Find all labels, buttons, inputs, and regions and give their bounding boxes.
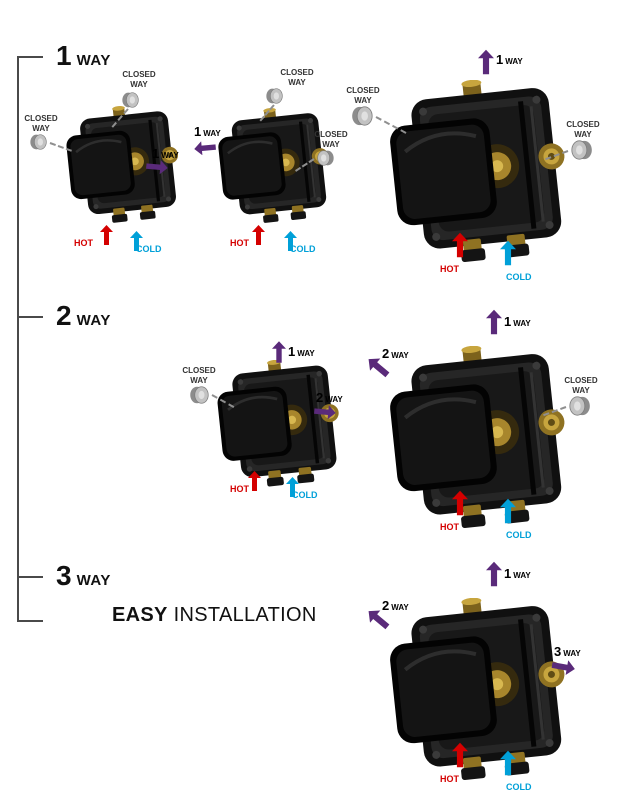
section-1-number: 1: [56, 40, 72, 71]
cold-arrow-icon: [500, 494, 516, 528]
way-1-arrow-icon: [145, 159, 168, 175]
bracket-tick-2: [17, 316, 43, 318]
title-bold-part: EASY: [112, 604, 168, 626]
closed-way-plug-icon: [566, 396, 592, 416]
way-1-arrow-icon: [192, 140, 217, 156]
section-1-way-heading: 1 WAY: [56, 40, 111, 72]
section-2-way-text: WAY: [76, 312, 111, 329]
cold-label: COLD: [290, 244, 316, 254]
closed-way-plug-icon: [350, 106, 376, 126]
section-1-way-text: WAY: [76, 52, 111, 69]
bracket-tick-3: [17, 576, 43, 578]
hot-label: HOT: [440, 264, 459, 274]
section-2-way-heading: 2 WAY: [56, 300, 111, 332]
section-3-number: 3: [56, 560, 72, 591]
closed-way-plug-icon: [568, 140, 594, 160]
bracket-tick-bottom: [17, 620, 43, 622]
closed-way-plug-icon: [314, 150, 336, 166]
hot-arrow-icon: [252, 222, 265, 248]
hot-label: HOT: [440, 774, 459, 784]
way-1-arrow-icon: [272, 338, 286, 366]
hot-label: HOT: [230, 484, 249, 494]
way-1-arrow-icon: [486, 306, 502, 338]
valve-body-icon: [60, 106, 188, 228]
hot-arrow-icon: [452, 228, 468, 262]
hot-label: HOT: [74, 238, 93, 248]
cold-label: COLD: [506, 530, 532, 540]
cold-label: COLD: [506, 272, 532, 282]
cold-label: COLD: [136, 244, 162, 254]
valve-body-icon: [210, 360, 350, 492]
hot-arrow-icon: [100, 222, 113, 248]
closed-way-plug-icon: [264, 88, 286, 104]
closed-way-plug-icon: [120, 92, 142, 108]
hot-label: HOT: [230, 238, 249, 248]
section-3-way-text: WAY: [76, 572, 111, 589]
hot-arrow-icon: [248, 468, 261, 494]
valve-body-icon: [380, 346, 580, 536]
closed-way-plug-icon: [28, 134, 50, 150]
cold-arrow-icon: [500, 746, 516, 780]
cold-label: COLD: [292, 490, 318, 500]
cold-arrow-icon: [500, 236, 516, 270]
hot-arrow-icon: [452, 738, 468, 772]
section-3-way-heading: 3 WAY: [56, 560, 111, 592]
cold-label: COLD: [506, 782, 532, 792]
bracket-vertical-line: [17, 56, 19, 622]
hot-arrow-icon: [452, 486, 468, 520]
hot-label: HOT: [440, 522, 459, 532]
valve-body-icon: [380, 80, 580, 270]
title-regular-part: INSTALLATION: [173, 604, 317, 626]
way-1-arrow-icon: [486, 558, 502, 590]
closed-way-plug-icon: [188, 386, 212, 404]
valve-body-icon: [380, 598, 580, 788]
way-1-arrow-icon: [478, 46, 494, 78]
bracket-tick-1: [17, 56, 43, 58]
way-2-arrow-icon: [312, 404, 337, 420]
section-2-number: 2: [56, 300, 72, 331]
valve-body-icon: [212, 108, 338, 228]
